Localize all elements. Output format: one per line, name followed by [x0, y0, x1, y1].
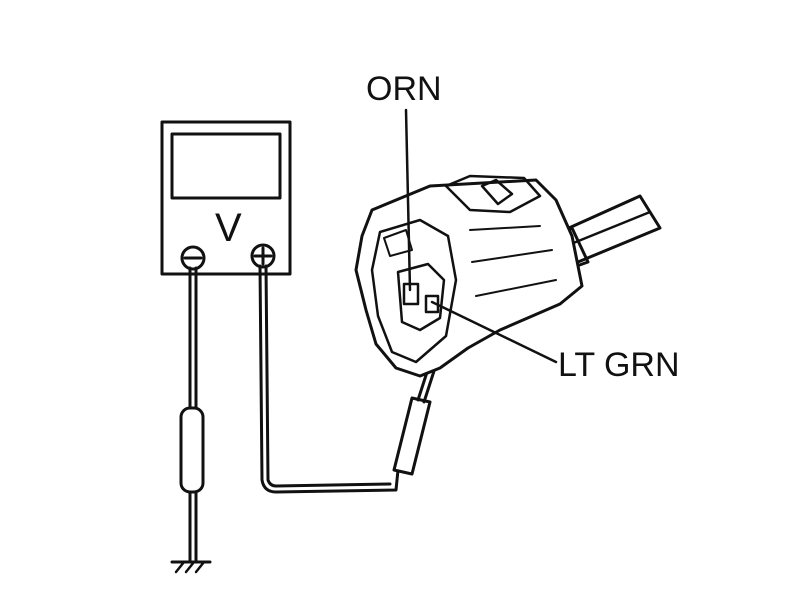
- positive-lead: [258, 264, 448, 494]
- orn-leader-line: [404, 108, 412, 292]
- negative-probe-handle: [179, 406, 205, 494]
- positive-probe-handle: [392, 396, 432, 476]
- negative-lead: [170, 266, 212, 574]
- ground-icon: [170, 560, 212, 574]
- orn-label: ORN: [366, 70, 442, 108]
- voltmeter: [160, 120, 292, 276]
- voltmeter-unit-label: V: [215, 206, 242, 250]
- lt-grn-label: LT GRN: [558, 346, 680, 384]
- lt-grn-leader-line: [430, 300, 558, 364]
- voltmeter-display: [170, 132, 282, 200]
